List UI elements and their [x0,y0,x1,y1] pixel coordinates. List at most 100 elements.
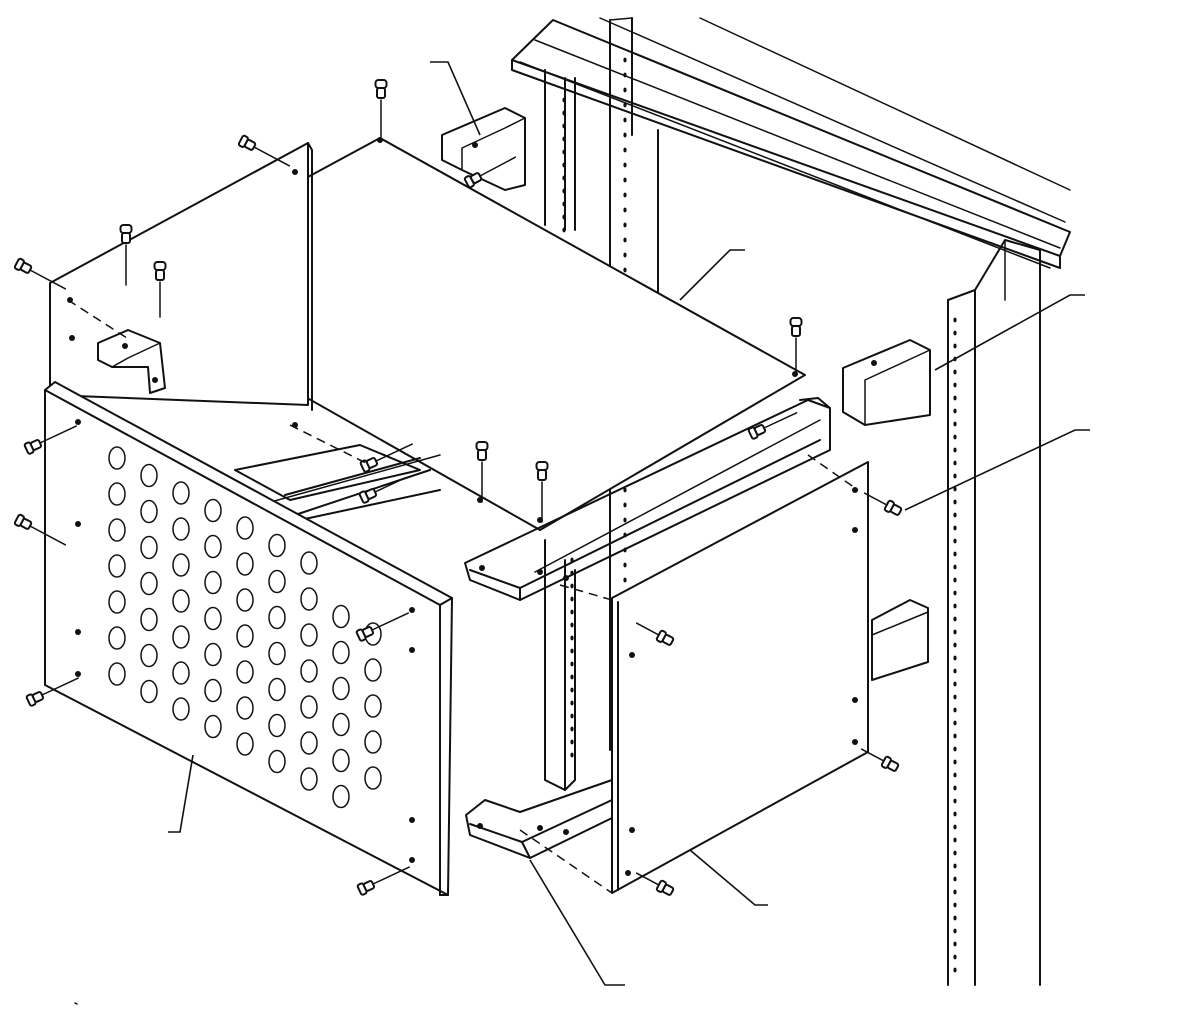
rack-hole [570,635,574,641]
ventilation-hole [364,694,382,718]
rack-hole [953,603,957,609]
screw [374,79,388,141]
ventilation-hole [236,588,254,612]
rack-hole [623,517,627,523]
ventilation-hole [332,676,350,701]
rack-hole [570,596,574,602]
rack-top-beam [511,17,1071,269]
ventilation-hole [204,570,222,595]
ventilation-hole [172,625,190,649]
rack-hole [953,330,957,336]
ventilation-hole [172,589,190,613]
rack-hole [953,772,957,778]
ventilation-hole [364,766,382,790]
rack-hole [953,382,957,388]
rack-hole [562,201,566,207]
rack-hole [570,661,574,667]
ventilation-hole [204,714,222,739]
ventilation-hole [300,551,318,575]
screw [359,443,414,473]
rack-hole [623,102,627,108]
rack-hole [570,648,574,654]
leader-screw-right [904,429,1090,511]
rack-hole [953,876,957,882]
ventilation-hole [236,516,254,540]
rack-hole [953,538,957,544]
rack-hole [623,577,627,583]
ventilation-hole [332,640,350,665]
rack-hole [562,123,566,129]
ventilation-hole [268,713,286,738]
rack-post-left [544,69,576,791]
right-side-panel [611,461,869,894]
leader-side-panel [689,849,768,906]
ventilation-hole [268,533,286,558]
ventilation-hole [140,643,158,668]
ventilation-hole [236,732,254,756]
ventilation-hole [332,748,350,773]
screw [747,412,798,440]
rack-hole [570,622,574,628]
left-side-panel [49,142,313,428]
ventilation-hole [140,499,158,524]
callout-leader-lines [168,61,1090,986]
rack-hole [953,616,957,622]
ventilation-hole [204,642,222,667]
rack-hole [953,733,957,739]
screw [153,261,167,318]
rack-hole [623,267,627,273]
ventilation-hole [108,446,126,470]
ventilation-hole [364,730,382,754]
screw [535,461,549,523]
rack-hole [623,132,627,138]
screw [23,425,78,455]
rack-hole [623,502,627,508]
ventilation-hole [332,712,350,737]
rack-hole [570,726,574,732]
ventilation-hole [172,553,190,577]
ventilation-hole [140,535,158,560]
rack-hole [953,785,957,791]
ventilation-hole [300,731,318,755]
rack-holes-right-post [953,317,957,973]
rack-hole [953,486,957,492]
ventilation-hole [108,662,126,686]
rack-hole [562,175,566,181]
ventilation-hole [236,660,254,684]
leader-lower-rail [529,859,625,986]
ventilation-hole [172,481,190,505]
ventilation-hole [172,517,190,541]
rack-hole [953,837,957,843]
rack-hole [562,214,566,220]
leader-front-panel [168,754,194,833]
rack-hole [562,162,566,168]
ventilation-hole [300,659,318,683]
rack-hole [562,188,566,194]
rack-post-right [947,239,1041,986]
rack-hole [953,824,957,830]
rack-hole [953,967,957,973]
rack-hole [623,57,627,63]
rack-hole [953,525,957,531]
rack-hole [953,473,957,479]
rack-hole [953,629,957,635]
screw [463,156,517,189]
rack-hole [562,110,566,116]
rack-hole [953,811,957,817]
ventilation-hole [108,518,126,542]
rack-hole [953,369,957,375]
rack-hole [953,889,957,895]
rack-hole [623,562,627,568]
rack-hole [953,564,957,570]
rack-hole [953,408,957,414]
rack-hole [562,149,566,155]
rack-hole [953,915,957,921]
rack-hole [623,222,627,228]
stray-mark [74,1002,78,1005]
ventilation-hole [204,498,222,523]
rack-hole [623,252,627,258]
ventilation-hole [268,749,286,774]
rack-frame [511,17,1071,986]
screw-fasteners [13,79,903,896]
screw [237,134,291,167]
